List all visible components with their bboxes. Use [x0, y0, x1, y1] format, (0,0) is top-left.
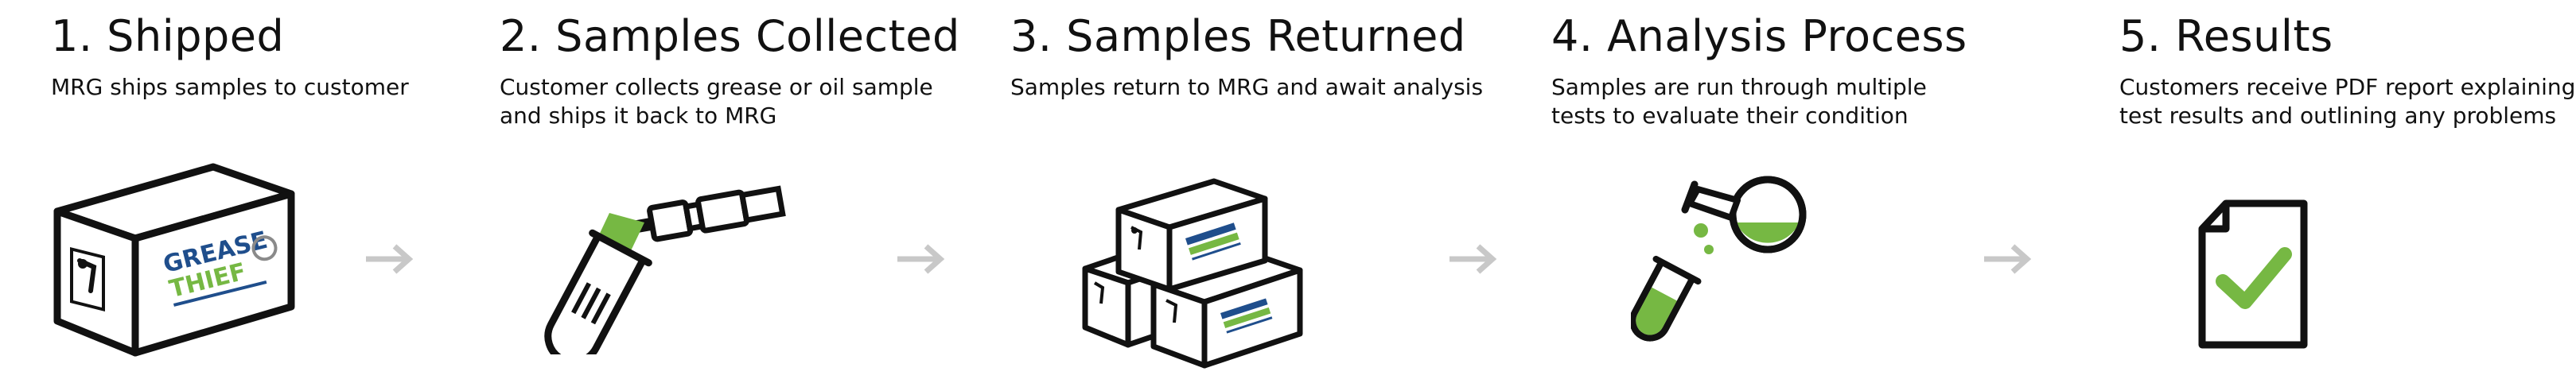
step-description-line: and ships it back to MRG — [500, 103, 777, 129]
step-description: Customers receive PDF report explaining … — [2119, 73, 2575, 130]
arrow-right-icon — [897, 244, 945, 274]
step-title: 2. Samples Collected — [500, 11, 960, 61]
step-description-line: Customers receive PDF report explaining — [2119, 74, 2576, 100]
arrow-right-icon — [1449, 244, 1497, 274]
step-title: 3. Samples Returned — [1010, 11, 1466, 61]
arrow-right-icon — [366, 244, 414, 274]
document-check-icon — [2198, 199, 2308, 349]
step-description-line: Customer collects grease or oil sample — [500, 74, 933, 100]
step-description: MRG ships samples to customer — [51, 73, 409, 102]
lab-flask-icon — [1631, 176, 1807, 342]
step-description-line: tests to evaluate their condition — [1551, 103, 1909, 129]
shipping-box-icon: GREASE THIEF — [53, 163, 295, 357]
step-description: Samples return to MRG and await analysis — [1010, 73, 1483, 102]
step-description-line: MRG ships samples to customer — [51, 74, 409, 100]
step-description-line: Samples are run through multiple — [1551, 74, 1927, 100]
step-title: 5. Results — [2119, 11, 2333, 61]
step-description: Customer collects grease or oil sample a… — [500, 73, 933, 130]
step-title: 4. Analysis Process — [1551, 11, 1967, 61]
step-description: Samples are run through multiple tests t… — [1551, 73, 1927, 130]
step-title: 1. Shipped — [51, 11, 285, 61]
test-tube-syringe-icon — [544, 185, 786, 354]
stacked-boxes-icon — [1082, 178, 1303, 369]
arrow-right-icon — [1984, 244, 2032, 274]
step-description-line: Samples return to MRG and await analysis — [1010, 74, 1484, 100]
step-description-line: test results and outlining any problems — [2119, 103, 2557, 129]
